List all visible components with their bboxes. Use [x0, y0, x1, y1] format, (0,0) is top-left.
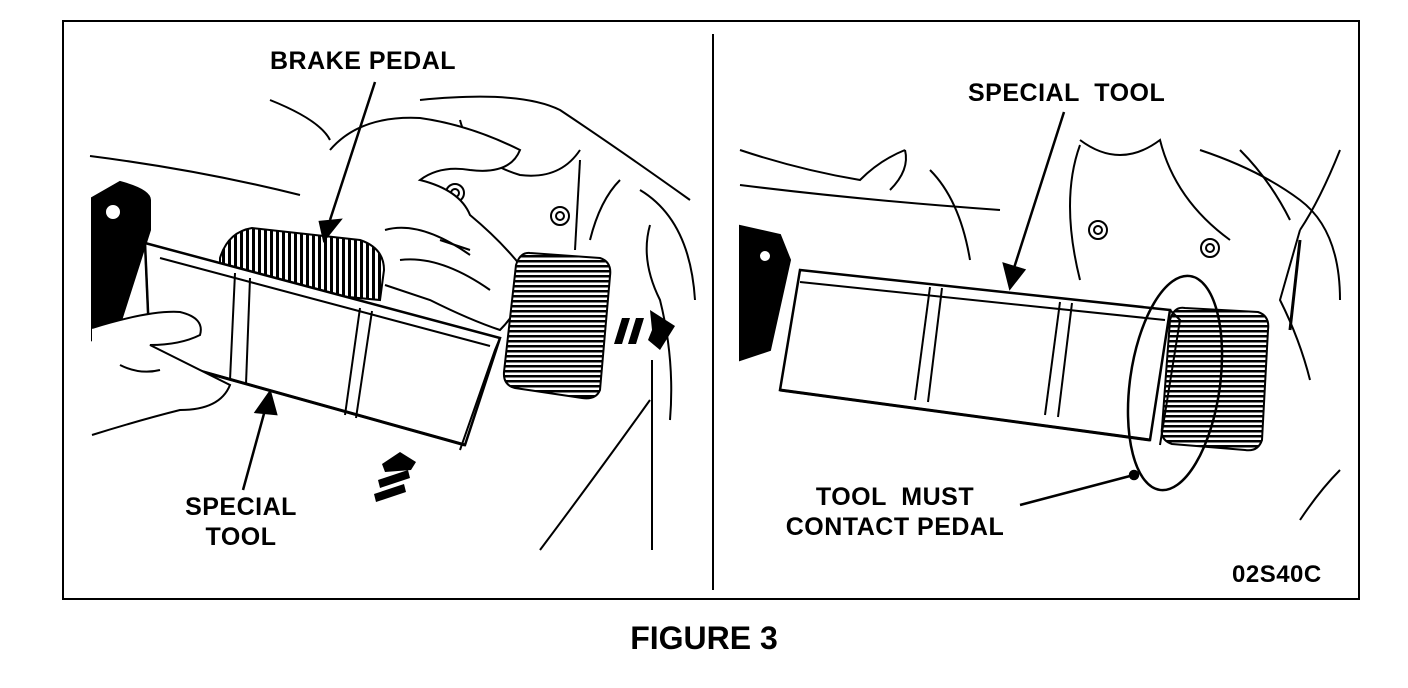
panel-divider [712, 34, 714, 590]
figure-frame [62, 20, 1360, 600]
brake-pedal-label: BRAKE PEDAL [270, 47, 457, 75]
special-tool-leader-arrow [241, 389, 278, 491]
right-special-tool-leader-arrow [1002, 111, 1066, 291]
special-tool-label-right: SPECIAL TOOL [968, 79, 1166, 107]
left-panel-drawing [89, 95, 696, 551]
right-panel-drawing [739, 138, 1341, 521]
special-tool-label-left: SPECIAL TOOL [176, 492, 306, 552]
push-right-arrow [614, 310, 675, 350]
contact-leader-line [1019, 469, 1140, 507]
special-tool-label-line1: SPECIAL [185, 493, 297, 521]
contact-label-line1: TOOL MUST [815, 483, 975, 511]
contact-label-line2: CONTACT PEDAL [785, 513, 1005, 541]
figure-caption: FIGURE 3 [630, 620, 778, 656]
special-tool-label-line2: TOOL [205, 523, 277, 551]
tool-must-contact-pedal-label: TOOL MUST CONTACT PEDAL [770, 482, 1020, 542]
figure-code: 02S40C [1232, 561, 1322, 588]
push-up-arrow [374, 452, 416, 502]
brake-pedal-leader-arrow [318, 81, 377, 243]
